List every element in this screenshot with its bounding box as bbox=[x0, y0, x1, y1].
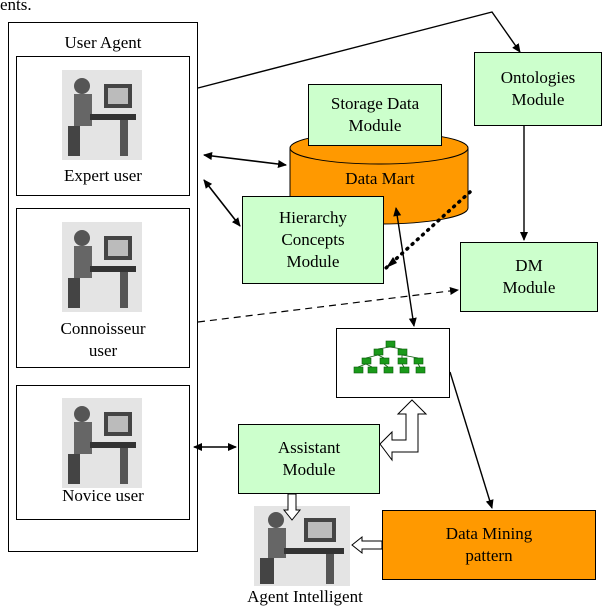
ontologies-module: Ontologies Module bbox=[474, 52, 602, 126]
assistant-module-line1: Assistant bbox=[277, 438, 341, 457]
person-at-computer-icon bbox=[254, 506, 350, 591]
novice-user-box bbox=[16, 385, 190, 520]
block-arrow-assistant-tree bbox=[379, 399, 428, 462]
arrow-datamart-tree bbox=[393, 207, 417, 327]
storage-data-module-line2: Module bbox=[348, 116, 402, 135]
storage-data-module-line1: Storage Data bbox=[330, 94, 420, 113]
data-mining-pattern-module: Data Mining pattern bbox=[382, 510, 596, 580]
pattern-line2: pattern bbox=[465, 546, 513, 565]
hierarchy-concepts-module: Hierarchy Concepts Module bbox=[242, 196, 384, 284]
ontologies-module-line1: Ontologies bbox=[500, 68, 576, 87]
storage-data-module: Storage Data Module bbox=[308, 84, 442, 146]
expert-user-box bbox=[16, 56, 190, 196]
header-text-fragment: ents. bbox=[0, 0, 32, 14]
person-at-computer-icon bbox=[62, 398, 142, 493]
dm-module-line1: DM bbox=[515, 256, 543, 275]
ontologies-module-line2: Module bbox=[511, 90, 565, 109]
hierarchy-module-line1: Hierarchy bbox=[279, 208, 347, 227]
dotted-ontologies-hierarchy bbox=[384, 190, 472, 270]
expert-user-label: Expert user bbox=[64, 166, 142, 185]
user-agent-panel bbox=[8, 22, 198, 552]
assistant-module: Assistant Module bbox=[238, 424, 380, 494]
connoisseur-user-label-line2: user bbox=[88, 341, 118, 360]
arrow-expert-datamart bbox=[203, 151, 287, 169]
pattern-line1: Data Mining bbox=[445, 524, 533, 543]
user-agent-title: User Agent bbox=[64, 33, 142, 52]
block-arrow-pattern-agent bbox=[351, 535, 383, 555]
arrow-expert-hierarchy bbox=[203, 179, 241, 227]
connoisseur-user-box bbox=[16, 208, 190, 368]
arrow-tree-pattern bbox=[449, 371, 494, 509]
arrow-user-agent-to-ontologies bbox=[197, 11, 521, 89]
agent-intelligent-label: Agent Intelligent bbox=[247, 587, 363, 606]
assistant-module-line2: Module bbox=[282, 460, 336, 479]
dm-module: DM Module bbox=[460, 242, 598, 312]
tree-pattern-box bbox=[336, 328, 450, 398]
dm-module-line2: Module bbox=[502, 278, 556, 297]
person-at-computer-icon bbox=[62, 222, 142, 317]
dashed-connoisseur-dm bbox=[197, 287, 459, 323]
hierarchy-module-line3: Module bbox=[286, 252, 340, 271]
data-mart-label: Data Mart bbox=[345, 169, 415, 188]
novice-user-label: Novice user bbox=[62, 486, 144, 505]
person-at-computer-icon bbox=[62, 70, 142, 165]
connoisseur-user-label-line1: Connoisseur bbox=[60, 319, 146, 338]
hierarchy-module-line2: Concepts bbox=[281, 230, 345, 249]
